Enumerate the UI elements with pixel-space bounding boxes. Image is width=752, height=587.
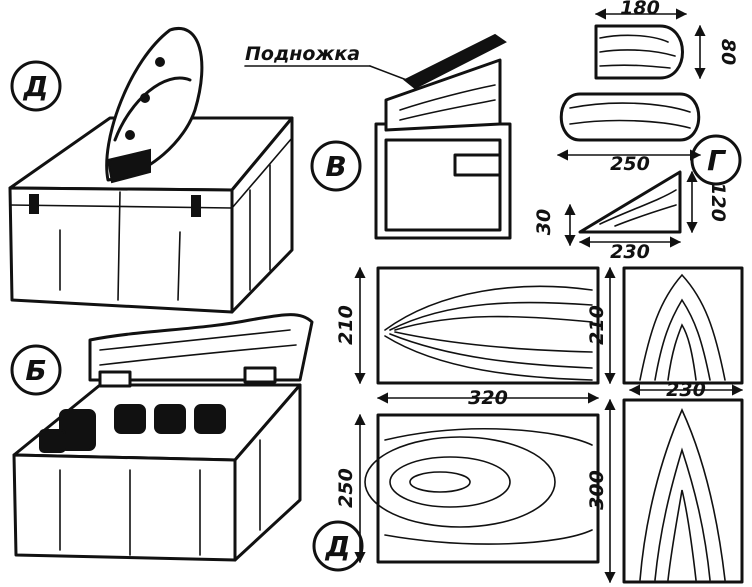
dim-80: 80 <box>717 39 739 65</box>
dim-250-left: 250 <box>335 468 357 508</box>
label-g-text: Г <box>707 144 727 177</box>
label-a: Д <box>10 60 62 112</box>
dim-300: 300 <box>586 470 608 510</box>
label-b: Б <box>10 344 62 396</box>
dim-320: 320 <box>468 387 508 409</box>
dims-d: 210 320 250 210 230 300 <box>335 266 744 584</box>
footrest-label: Подножка <box>245 43 360 65</box>
figure-d-boards <box>364 266 744 584</box>
footrest-callout: Подножка <box>244 43 413 83</box>
part-sole <box>559 92 701 142</box>
dims-g: 180 80 250 30 120 230 <box>533 0 739 263</box>
label-v-text: В <box>325 150 346 183</box>
dim-250-top: 250 <box>610 153 650 175</box>
dim-210-right: 210 <box>586 305 608 345</box>
label-v: В <box>310 140 362 192</box>
label-d-text: Д <box>325 530 351 563</box>
dim-180: 180 <box>620 0 660 19</box>
dim-30: 30 <box>533 209 555 235</box>
part-top-piece <box>594 24 684 80</box>
part-wedge <box>578 170 682 234</box>
dim-210-left: 210 <box>335 305 357 345</box>
figure-b-open-box <box>12 313 314 562</box>
label-a-text: Д <box>23 70 49 103</box>
dim-230-top: 230 <box>610 241 650 263</box>
label-b-text: Б <box>25 354 46 387</box>
jars <box>39 404 226 453</box>
figure-a-closed-box <box>8 27 294 314</box>
dim-120: 120 <box>707 182 729 222</box>
dim-230-right: 230 <box>666 379 706 401</box>
label-d: Д <box>312 520 364 572</box>
label-g: Г <box>690 134 742 186</box>
figure-g-parts <box>559 24 701 234</box>
figure-v-footrest-box <box>374 33 512 240</box>
brush-bristles <box>106 148 151 184</box>
